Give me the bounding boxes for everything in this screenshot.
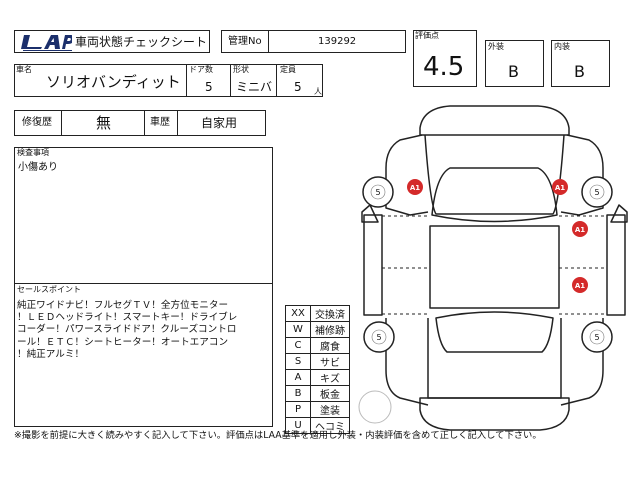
damage-marker-right-front-door: A1 [572, 221, 588, 237]
rear-right-fender-outline [560, 318, 604, 406]
mgmt-label-cell [221, 30, 269, 53]
repair-label-cell [14, 110, 62, 136]
front-bumper-outline [419, 105, 570, 136]
vehicle-name-value: ソリオバンディット [46, 73, 181, 91]
tire-mark-front-left: 5 [375, 188, 380, 197]
roof-outline [429, 225, 560, 309]
vehicle-name-cell [14, 64, 187, 97]
interior-score-label: 内装 [554, 42, 570, 51]
repair-history-label: 修復歴 [22, 117, 52, 128]
usage-label-cell [144, 110, 178, 136]
selling-point-line: ！純正アルミ！ [17, 348, 85, 360]
door-count-value: 5 [205, 80, 213, 94]
selling-points-divider [14, 283, 273, 284]
exterior-score-value: B [508, 62, 519, 81]
logo-icon [21, 35, 72, 51]
rear-bumper-outline [419, 397, 570, 431]
selling-points-label: セールスポイント [17, 285, 81, 294]
capacity-value: 5 [294, 80, 302, 94]
tire-rear-left: 5 [363, 321, 395, 353]
front-left-fender-outline [385, 134, 429, 216]
tire-mark-rear-right: 5 [594, 333, 599, 342]
damage-mark-front-right: A1 [555, 184, 565, 192]
left-side-panel [363, 214, 383, 316]
body-shape-label: 形状 [233, 65, 249, 74]
tailgate-outline [427, 318, 562, 399]
mgmt-no-value: 139292 [318, 36, 357, 47]
tire-mark-rear-left: 5 [376, 333, 381, 342]
interior-score-value: B [574, 62, 585, 81]
damage-marker-front-right: A1 [552, 179, 568, 195]
damage-mark-front-left: A1 [410, 184, 420, 192]
tire-mark-front-right: 5 [594, 188, 599, 197]
exterior-score-label: 外装 [488, 42, 504, 51]
legend-meaning: キズ [310, 369, 350, 386]
inspection-box [14, 147, 273, 427]
damage-mark-right-front-door: A1 [575, 226, 585, 234]
selling-point-line: 純正ワイドナビ！フルセグＴＶ！全方位モニター [17, 300, 229, 311]
tire-front-right: 5 [581, 176, 613, 208]
rear-left-fender-outline [385, 318, 429, 406]
damage-marker-front-left: A1 [407, 179, 423, 195]
body-shape-value: ミニバ [236, 80, 273, 94]
damage-marker-right-rear-door: A1 [572, 277, 588, 293]
footer-note: ※撮影を前提に大きく読みやすく記入して下さい。評価点はLAA基準を適用し外装・内… [14, 430, 542, 441]
exterior-score-box [485, 40, 544, 87]
legend-meaning: ヘコミ [310, 417, 350, 434]
door-count-label: ドア数 [189, 65, 213, 74]
selling-point-line: コーダー！パワースライドドア！クルーズコントロ [17, 324, 237, 336]
vehicle-name-label: 車名 [16, 65, 32, 74]
body-shape-cell [230, 64, 277, 97]
left-mirror-outline [361, 204, 379, 223]
windshield-outline [431, 167, 558, 223]
repair-history-value: 無 [96, 114, 112, 132]
overall-score-box [413, 30, 477, 87]
header-box: 車両状態チェックシート [14, 30, 210, 53]
overall-score-label: 評価点 [415, 31, 439, 40]
tire-rear-right: 5 [581, 321, 613, 353]
vehicle-usage-value: 自家用 [201, 116, 238, 130]
rear-window-outline [435, 311, 554, 353]
inspector-stamp-circle [358, 390, 392, 424]
right-mirror-outline [610, 204, 628, 223]
mgmt-label: 管理No [228, 36, 262, 47]
capacity-unit: 人 [314, 87, 322, 96]
vehicle-usage-label: 車歴 [150, 117, 170, 128]
damage-mark-right-rear-door: A1 [575, 282, 585, 290]
inspection-text: 小傷あり [18, 162, 58, 173]
selling-points-text: 純正ワイドナビ！フルセグＴＶ！全方位モニター ！ＬＥＤヘッドライト！スマートキー… [17, 300, 237, 361]
selling-point-line: ！ＬＥＤヘッドライト！スマートキー！ドライブレ [17, 312, 238, 324]
right-side-panel [606, 214, 626, 316]
door-count-cell [186, 64, 231, 97]
tire-front-left: 5 [362, 176, 394, 208]
inspection-label: 検査事項 [17, 148, 49, 157]
sheet-title: 車両状態チェックシート [75, 35, 208, 49]
capacity-label: 定員 [280, 65, 296, 74]
overall-score-value: 4.5 [423, 52, 465, 82]
interior-score-box [551, 40, 610, 87]
hood-outline [424, 134, 565, 215]
selling-point-line: ール！ＥＴＣ！シートヒーター！オートエアコン [17, 336, 229, 348]
